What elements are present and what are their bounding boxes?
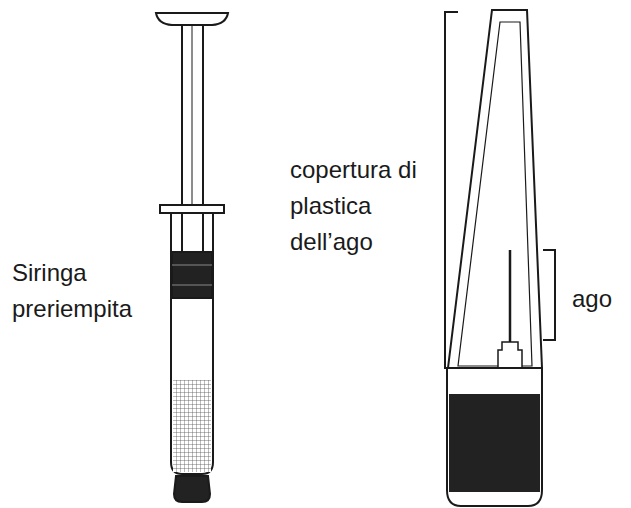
needle-assembly <box>445 10 555 506</box>
part-label: copertura di plastica dell’ago <box>290 152 440 260</box>
part-label: Siringa preriempita <box>12 255 162 327</box>
syringe <box>156 13 228 502</box>
part-label: ago <box>572 281 627 317</box>
